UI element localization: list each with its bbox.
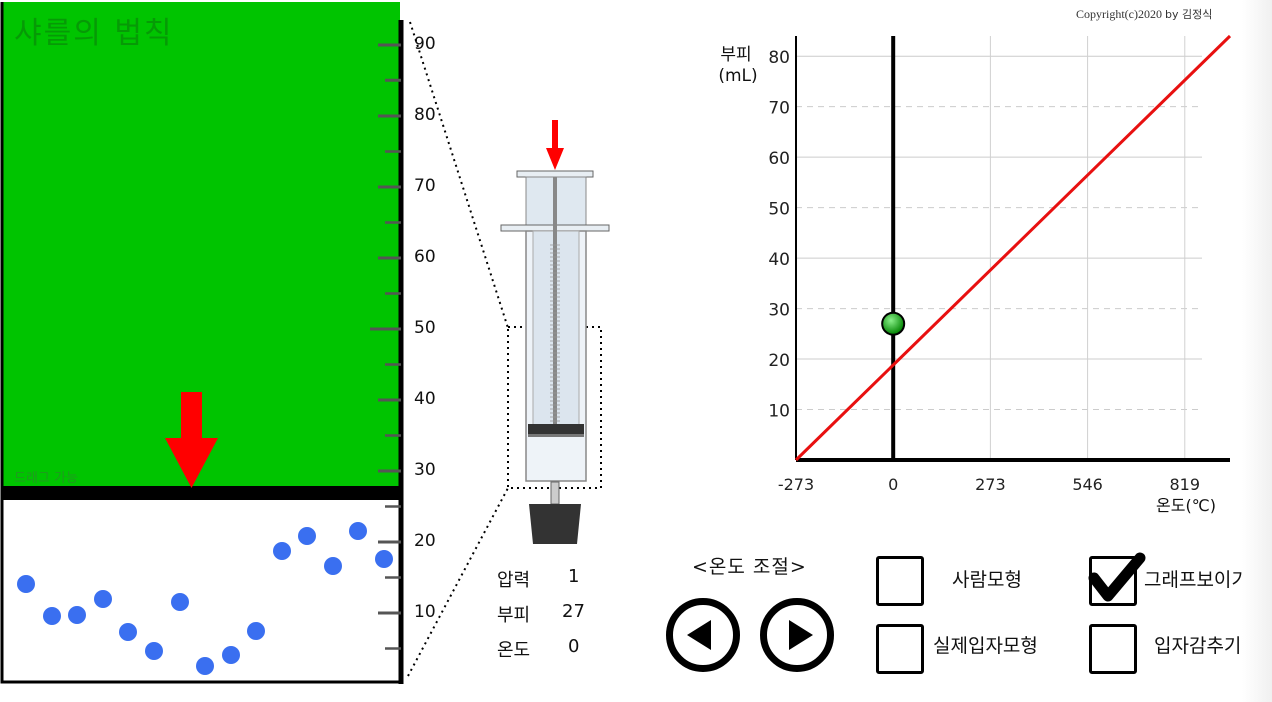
gas-particle <box>68 606 86 624</box>
syringe <box>500 120 610 544</box>
hide-particles-label: 입자감추기 <box>1154 635 1242 657</box>
copyright: Copyright(c)2020 by 김정식 <box>1076 6 1212 22</box>
temperature-value: 0 <box>568 636 580 657</box>
temperature-adjust-label: <온도 조절> <box>692 556 807 578</box>
x-tick-label: 546 <box>1072 475 1103 494</box>
temperature-increase-button[interactable] <box>760 598 834 672</box>
gas-particle <box>145 642 163 660</box>
pressure-label: 압력 <box>497 570 531 591</box>
gas-particle <box>171 593 189 611</box>
chart-grid <box>796 36 1202 460</box>
gas-particle <box>43 607 61 625</box>
y-tick-label: 30 <box>768 301 790 321</box>
y-tick-label: 10 <box>768 402 790 422</box>
edge-strip <box>1242 0 1272 702</box>
person-model-label: 사람모형 <box>952 569 1022 591</box>
x-tick-label: -273 <box>778 475 814 494</box>
play-right-icon <box>789 620 813 650</box>
x-tick-label: 0 <box>888 475 898 494</box>
gas-particle <box>222 646 240 664</box>
volume-value: 27 <box>562 601 585 622</box>
gas-chamber <box>0 2 404 684</box>
y-tick-label: 50 <box>768 200 790 220</box>
copyright-text: Copyright(c)2020 <box>1076 7 1162 21</box>
gas-particle <box>94 590 112 608</box>
scale-label-60: 60 <box>414 247 436 267</box>
gas-particles <box>17 522 393 675</box>
hide-particles-checkbox[interactable] <box>1089 624 1137 674</box>
x-axis-label: 온도(℃) <box>1156 496 1216 515</box>
gas-particle <box>324 557 342 575</box>
y-tick-label: 70 <box>768 99 790 119</box>
volume-series-line <box>794 34 1232 462</box>
gas-particle <box>196 657 214 675</box>
gas-particle <box>247 622 265 640</box>
scale-label-80: 80 <box>414 105 436 125</box>
real-particle-model-checkbox[interactable] <box>876 624 924 674</box>
scale-label-40: 40 <box>414 389 436 409</box>
gas-particle <box>17 575 35 593</box>
copyright-author: by 김정식 <box>1165 8 1213 21</box>
play-left-icon <box>687 620 711 650</box>
y-tick-label: 40 <box>768 250 790 270</box>
y-tick-label: 20 <box>768 351 790 371</box>
drag-hint: 드래그 가능 <box>14 471 78 486</box>
real-particle-model-label: 실제입자모형 <box>933 635 1038 657</box>
push-arrow-icon[interactable] <box>165 392 218 488</box>
syringe-arrow-icon <box>546 120 564 170</box>
gas-particle <box>119 623 137 641</box>
volume-scale <box>370 43 401 650</box>
app-title: 샤를의 법칙 <box>14 16 174 51</box>
x-tick-label: 273 <box>975 475 1006 494</box>
temperature-label: 온도 <box>497 640 531 661</box>
chamber-particle-area <box>0 496 402 684</box>
y-axis-label: (mL) <box>718 66 757 86</box>
y-tick-label: 80 <box>768 48 790 68</box>
y-axis-label: 부피 <box>720 45 751 65</box>
show-graph-label: 그래프보이기 <box>1144 569 1249 591</box>
checkmark-icon <box>1088 552 1146 602</box>
gas-particle <box>298 527 316 545</box>
pressure-value: 1 <box>568 566 580 587</box>
scale-label-10: 10 <box>414 602 436 622</box>
volume-label: 부피 <box>497 605 531 626</box>
scale-label-70: 70 <box>414 176 436 196</box>
piston[interactable] <box>2 486 400 500</box>
scale-label-30: 30 <box>414 460 436 480</box>
scale-label-20: 20 <box>414 531 436 551</box>
x-tick-label: 819 <box>1170 475 1201 494</box>
current-point-marker <box>881 311 906 336</box>
gas-particle <box>273 542 291 560</box>
temperature-decrease-button[interactable] <box>666 598 740 672</box>
scale-label-90: 90 <box>414 34 436 54</box>
person-model-checkbox[interactable] <box>876 556 924 606</box>
volume-temperature-chart: 10 20 30 40 50 60 70 80 -273 0 273 546 819 부피(mL) 온도(℃… <box>718 34 1232 515</box>
gas-particle <box>349 522 367 540</box>
gas-particle <box>375 550 393 568</box>
y-tick-label: 60 <box>768 149 790 169</box>
scale-label-50: 50 <box>414 318 436 338</box>
